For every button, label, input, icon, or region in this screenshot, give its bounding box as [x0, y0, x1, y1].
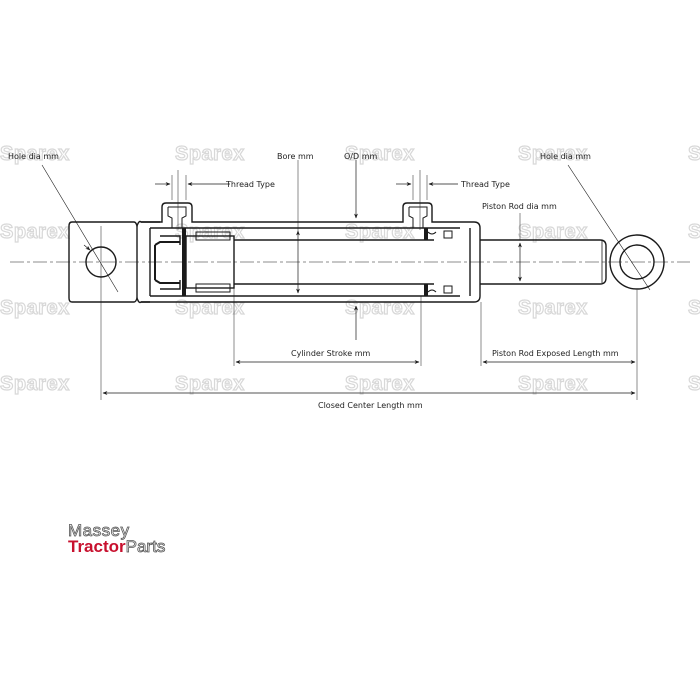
right-eye	[609, 234, 665, 290]
svg-text:Sparex: Sparex	[518, 143, 588, 165]
gland-nut	[460, 221, 481, 303]
logo-tractor: Tractor	[68, 537, 126, 556]
svg-text:Sparex: Sparex	[345, 143, 415, 165]
logo-line2: TractorParts	[68, 537, 166, 556]
svg-text:Sparex: Sparex	[345, 221, 415, 243]
svg-text:Sparex: Sparex	[518, 221, 588, 243]
svg-text:S: S	[688, 297, 700, 319]
cylinder-barrel	[141, 202, 460, 223]
svg-text:Sparex: Sparex	[0, 143, 70, 165]
svg-text:S: S	[688, 373, 700, 395]
right-hole	[619, 244, 655, 280]
svg-text:Sparex: Sparex	[518, 373, 588, 395]
label-bore: Bore mm	[277, 152, 314, 161]
svg-text:S: S	[688, 143, 700, 165]
logo-parts: Parts	[125, 537, 166, 556]
label-thread-type-left: Thread Type	[225, 180, 275, 189]
svg-text:Sparex: Sparex	[518, 297, 588, 319]
svg-text:Sparex: Sparex	[0, 297, 70, 319]
svg-text:Sparex: Sparex	[175, 143, 245, 165]
label-hole-dia-left: Hole dia mm	[8, 152, 59, 161]
svg-text:Sparex: Sparex	[175, 373, 245, 395]
logo-line1: Massey	[68, 521, 130, 540]
svg-text:Sparex: Sparex	[0, 373, 70, 395]
svg-text:Sparex: Sparex	[345, 297, 415, 319]
label-piston-rod-dia: Piston Rod dia mm	[482, 202, 557, 211]
left-port	[167, 206, 187, 228]
piston-rod	[480, 239, 607, 285]
right-port	[408, 206, 428, 228]
massey-tractor-parts-logo: Massey TractorParts	[68, 521, 166, 556]
label-piston-rod-exposed-length: Piston Rod Exposed Length mm	[492, 349, 619, 358]
svg-text:Sparex: Sparex	[0, 221, 70, 243]
label-od: O/D mm	[344, 152, 377, 161]
label-closed-center-length: Closed Center Length mm	[318, 401, 423, 410]
svg-text:Sparex: Sparex	[175, 297, 245, 319]
svg-text:S: S	[688, 221, 700, 243]
label-cylinder-stroke: Cylinder Stroke mm	[291, 349, 370, 358]
label-thread-type-right: Thread Type	[460, 180, 510, 189]
svg-text:Sparex: Sparex	[345, 373, 415, 395]
label-hole-dia-right: Hole dia mm	[540, 152, 591, 161]
